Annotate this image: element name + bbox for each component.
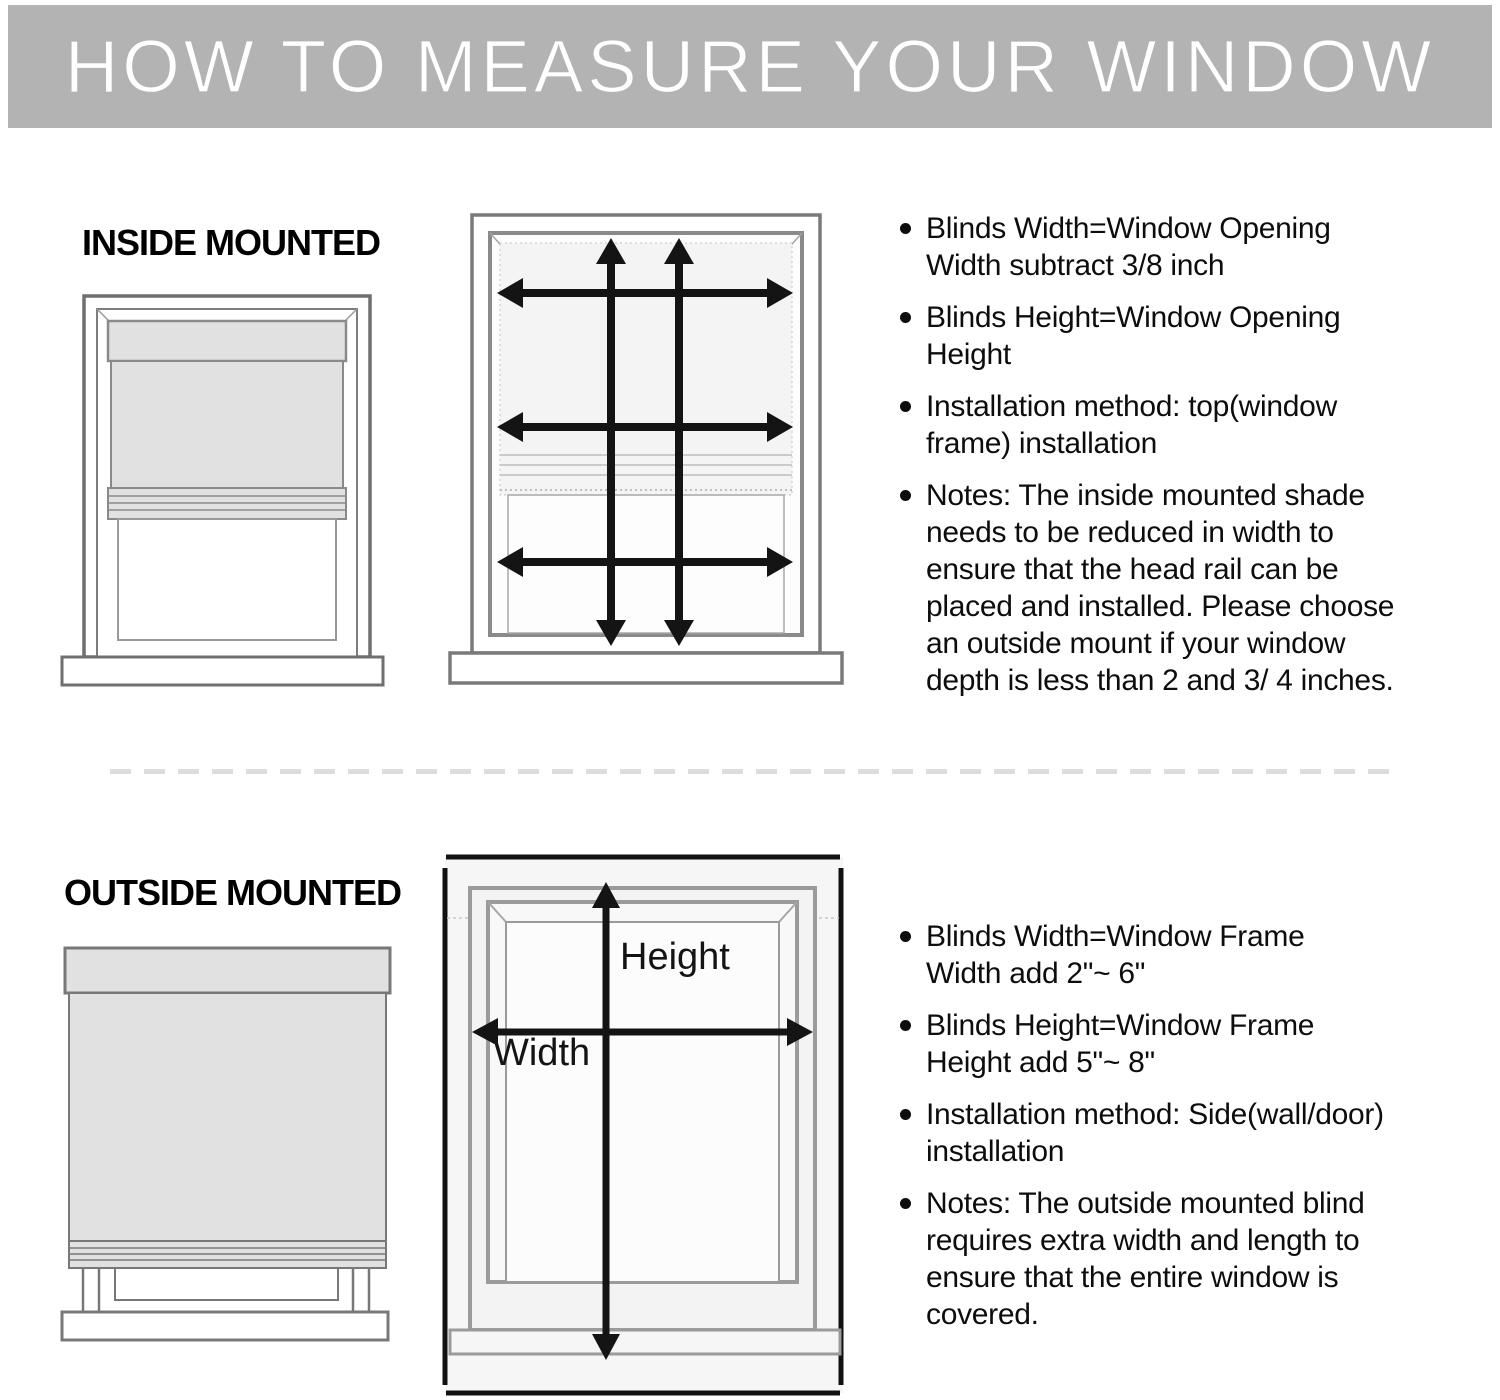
window-sill <box>60 1310 390 1342</box>
header-banner: HOW TO MEASURE YOUR WINDOW <box>8 5 1492 128</box>
bullet-item: Notes: The outside mounted blind require… <box>898 1185 1418 1333</box>
inside-measure-illustration <box>448 213 844 685</box>
window-pane <box>505 921 780 1283</box>
shade-body <box>110 360 344 489</box>
shade-headrail <box>63 946 392 995</box>
height-arrow-label: Height <box>620 936 730 978</box>
bullet-item: Blinds Width=Window Opening Width subtra… <box>898 210 1418 284</box>
inside-mounted-heading: INSIDE MOUNTED <box>82 222 381 263</box>
shade-body <box>68 992 387 1242</box>
bullet-item: Installation method: top(window frame) i… <box>898 388 1418 462</box>
outside-mounted-heading: OUTSIDE MOUNTED <box>64 872 402 913</box>
outside-measure-illustration: Height Width <box>442 854 844 1396</box>
height-measure-arrow <box>592 882 620 1360</box>
outside-mounted-shade-illustration <box>60 946 392 1342</box>
page-title: HOW TO MEASURE YOUR WINDOW <box>64 24 1436 108</box>
window-pane <box>117 518 337 641</box>
bullet-item: Notes: The inside mounted shade needs to… <box>898 477 1418 699</box>
window-sill <box>448 1328 842 1356</box>
measure-arrow-vertical-right <box>664 238 694 646</box>
shade-headrail <box>106 319 348 363</box>
bullet-item: Installation method: Side(wall/door) ins… <box>898 1096 1418 1170</box>
outside-mounted-bullets: Blinds Width=Window Frame Width add 2"~ … <box>898 918 1418 1348</box>
measure-arrow-vertical-left <box>596 238 626 646</box>
window-pane <box>114 1267 339 1301</box>
bullet-item: Blinds Width=Window Frame Width add 2"~ … <box>898 918 1418 992</box>
window-sill <box>60 655 385 687</box>
section-divider <box>110 769 1396 774</box>
window-frame-legs <box>81 1268 371 1312</box>
measure-arrow-horizontal-bottom <box>497 547 793 577</box>
shade-ghost <box>499 242 793 496</box>
measure-arrow-horizontal-middle <box>497 412 793 442</box>
width-arrow-label: Width <box>493 1032 590 1074</box>
measure-arrow-horizontal-top <box>497 278 793 308</box>
shade-folds <box>107 487 347 520</box>
bullet-item: Blinds Height=Window Opening Height <box>898 299 1418 373</box>
shade-folds <box>68 1240 387 1269</box>
window-sill <box>448 651 844 685</box>
inside-mounted-window-illustration <box>60 294 385 687</box>
frame-bevel <box>487 901 798 923</box>
height-measure-arrows <box>596 238 694 646</box>
width-measure-arrow <box>472 1018 813 1046</box>
shade-coverage-outline <box>442 854 844 1396</box>
inside-mounted-bullets: Blinds Width=Window Opening Width subtra… <box>898 210 1418 714</box>
width-measure-arrows <box>497 278 793 577</box>
bullet-item: Blinds Height=Window Frame Height add 5"… <box>898 1007 1418 1081</box>
